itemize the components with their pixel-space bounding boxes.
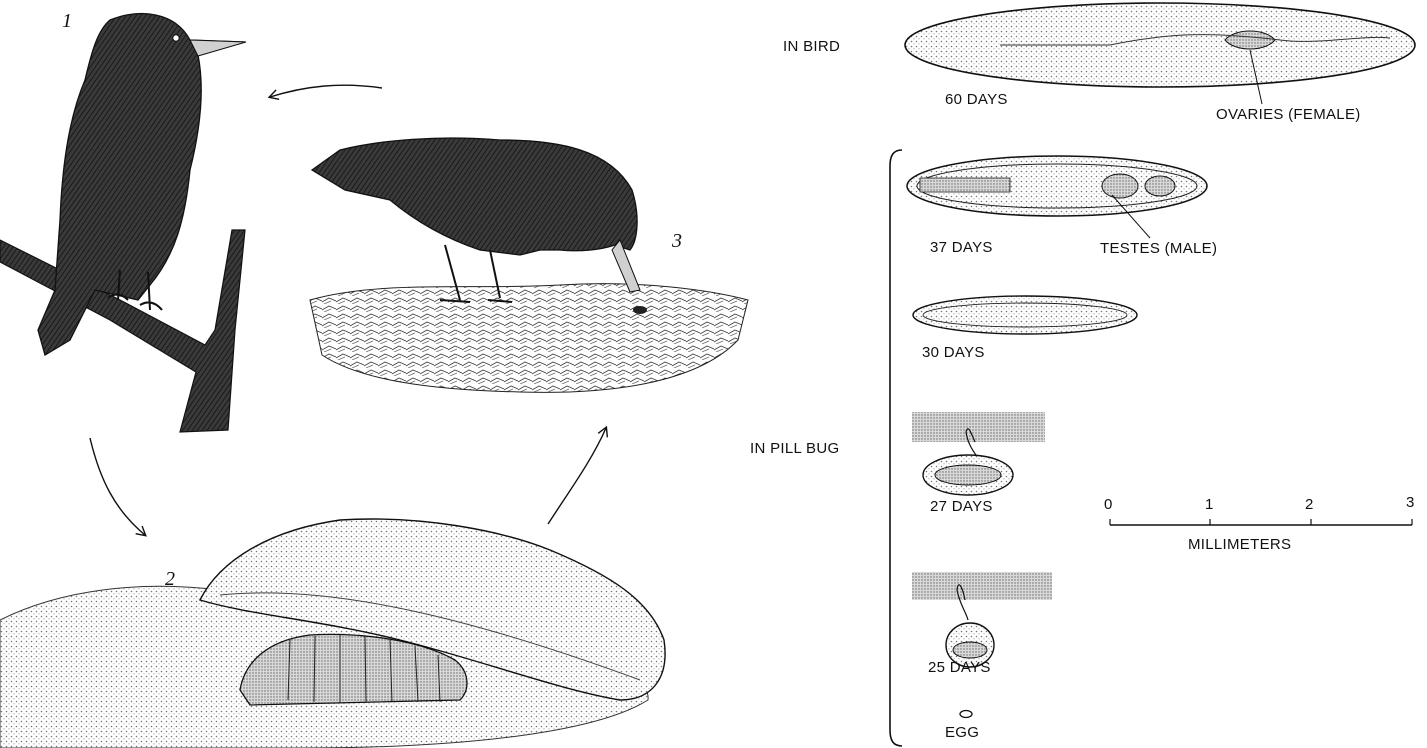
worm-30-days [913,296,1137,334]
worm-25-days-larva [953,642,987,658]
scale-tick-3: 3 [1406,494,1414,511]
stage-label-27-days: 27 DAYS [930,498,993,515]
worm-37-days [907,156,1207,238]
stage-label-egg: EGG [945,724,979,741]
worm-60-days [905,3,1415,104]
host-label-bird: IN BIRD [783,38,840,55]
pill-bug-on-ground [633,306,647,314]
arrow-1-to-2 [90,438,145,535]
scale-tick-0: 0 [1104,496,1112,513]
perched-bird-beak [190,40,246,56]
scale-unit-label: MILLIMETERS [1188,536,1291,553]
worm-27-days [912,412,1045,495]
ground-litter [310,284,748,393]
worm-37-days-testis-1 [1102,174,1138,198]
perched-bird-eye [173,35,179,41]
worm-37-days-testis-2 [1145,176,1175,196]
worm-30-days-body [913,296,1137,334]
arrow-2-to-3 [548,428,606,524]
worm-37-days-proboscis [920,178,1010,192]
worm-25-days [912,572,1052,667]
pill-bug-under-leaf-illustration [0,519,665,748]
worm-27-days-host-tissue [912,412,1045,442]
worm-27-days-larva [935,465,1001,485]
annotation-testes: TESTES (MALE) [1100,240,1217,257]
stage-number-3: 3 [672,230,682,253]
scale-bar [1110,519,1412,525]
stage-number-1: 1 [62,10,72,33]
stage-label-30-days: 30 DAYS [922,344,985,361]
stage-number-2: 2 [165,568,175,591]
arrow-3-to-1 [270,85,382,97]
worm-60-days-body [905,3,1415,87]
host-label-pill-bug: IN PILL BUG [750,440,839,457]
scale-tick-1: 1 [1205,496,1213,513]
feeding-bird-illustration [310,138,748,392]
worm-25-days-host-tissue [912,572,1052,600]
annotation-ovaries: OVARIES (FEMALE) [1216,106,1361,123]
feeding-bird-body [312,138,637,255]
stage-label-37-days: 37 DAYS [930,239,993,256]
scale-tick-2: 2 [1305,496,1313,513]
stage-label-60-days: 60 DAYS [945,91,1008,108]
egg-shape [960,711,972,718]
pill-bug-bracket [890,150,902,746]
stage-label-25-days: 25 DAYS [928,659,991,676]
perched-bird-illustration [0,14,246,432]
